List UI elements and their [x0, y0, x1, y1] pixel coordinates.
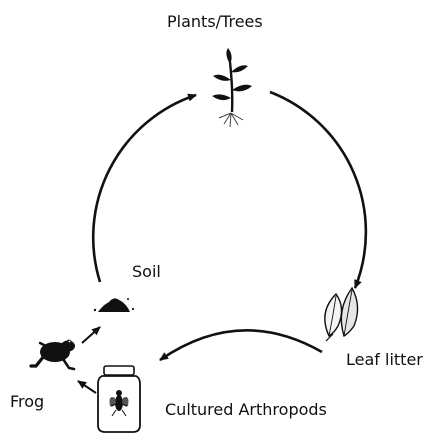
frog-icon [31, 340, 75, 369]
sprouting-plant-icon [212, 48, 252, 127]
leaf-icon [325, 288, 358, 341]
frog-label: Frog [10, 394, 44, 410]
soil-mound-icon [94, 298, 134, 312]
arrow-arthropods-to-frog [78, 381, 96, 393]
cultured-arthropods-label: Cultured Arthropods [165, 402, 327, 418]
arrow-soil-to-plants [93, 95, 196, 282]
arrow-frog-to-soil [82, 327, 100, 343]
soil-label: Soil [132, 264, 161, 280]
leaf-litter-label: Leaf litter [346, 352, 423, 368]
fly-jar-icon [98, 366, 140, 432]
plants-trees-label: Plants/Trees [167, 14, 263, 30]
arrow-leaf-litter-to-soil [160, 330, 322, 360]
arrow-plants-to-leaf-litter [270, 92, 366, 288]
